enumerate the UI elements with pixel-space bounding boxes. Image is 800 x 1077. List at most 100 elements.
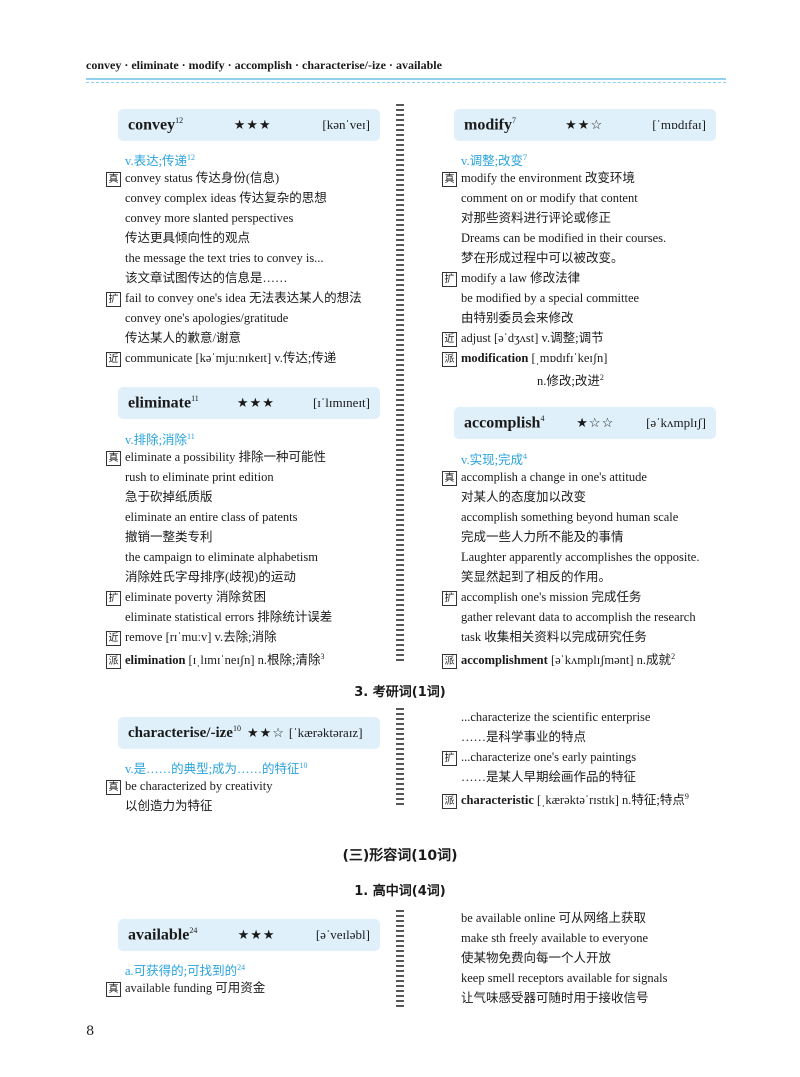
entry-line: n.修改;改进2 bbox=[537, 373, 604, 389]
tag-jin: 近 bbox=[106, 351, 121, 367]
tag-zhen: 真 bbox=[106, 450, 121, 466]
entry-line: 该文章试图传达的信息是…… bbox=[125, 271, 288, 285]
frequency-stars: ★★☆ bbox=[565, 117, 604, 132]
headword: characterise/-ize10 bbox=[128, 724, 241, 741]
entry-line: eliminate statistical errors 排除统计误差 bbox=[125, 610, 333, 624]
column-divider bbox=[396, 708, 404, 808]
entry-line: keep smell receptors available for signa… bbox=[461, 971, 668, 985]
frequency-stars: ★★★ bbox=[237, 927, 276, 942]
page-number: 8 bbox=[86, 1024, 95, 1039]
entry-line: the campaign to eliminate alphabetism bbox=[125, 550, 318, 564]
phonetic: [əˈkʌmplɪʃ] bbox=[646, 415, 706, 430]
headword: accomplish4 bbox=[464, 413, 545, 432]
tag-pai: 派 bbox=[442, 793, 457, 809]
word-card-available: available24 ★★★ [əˈveɪləbl] bbox=[118, 919, 380, 951]
tag-kuo: 扩 bbox=[106, 291, 121, 307]
tag-zhen: 真 bbox=[106, 981, 121, 997]
entry-line: 笑显然起到了相反的作用。 bbox=[461, 570, 612, 584]
entry-line: ...characterize the scientific enterpris… bbox=[461, 710, 651, 724]
entry-line: 消除姓氏字母排序(歧视)的运动 bbox=[125, 570, 296, 584]
phonetic: [ˈkærəktəraɪz] bbox=[288, 725, 363, 740]
entry-line: 急于砍掉纸质版 bbox=[125, 490, 213, 504]
part-of-speech: v.是……的典型;成为……的特征10 bbox=[125, 761, 308, 777]
entry-line: accomplish something beyond human scale bbox=[461, 510, 679, 524]
entry-line: 传达某人的歉意/谢意 bbox=[125, 331, 241, 345]
column-divider bbox=[396, 910, 404, 1010]
entry-line: gather relevant data to accomplish the r… bbox=[461, 610, 696, 624]
entry-line: be modified by a special committee bbox=[461, 291, 640, 305]
tag-kuo: 扩 bbox=[106, 590, 121, 606]
entry-available-cont: be available online 可从网络上获取 make sth fre… bbox=[442, 908, 742, 1008]
tag-zhen: 真 bbox=[442, 470, 457, 486]
tag-kuo: 扩 bbox=[442, 750, 457, 766]
tag-zhen: 真 bbox=[106, 171, 121, 187]
section-heading: (三)形容词(10词) bbox=[342, 848, 458, 864]
section-heading: 3. 考研词(1词) bbox=[354, 685, 446, 700]
tag-pai: 派 bbox=[442, 351, 457, 367]
entry-line: make sth freely available to everyone bbox=[461, 931, 649, 945]
part-of-speech: v.排除;消除11 bbox=[125, 432, 195, 448]
tag-zhen: 真 bbox=[442, 171, 457, 187]
section-heading: 1. 高中词(4词) bbox=[354, 884, 446, 899]
phonetic: [əˈveɪləbl] bbox=[315, 927, 370, 942]
headword: eliminate11 bbox=[128, 393, 199, 412]
tag-pai: 派 bbox=[442, 653, 457, 669]
entry-line: rush to eliminate print edition bbox=[125, 470, 274, 484]
word-card-modify: modify7 ★★☆ [ˈmɒdɪfaɪ] bbox=[454, 109, 716, 141]
entry-line: convey one's apologies/gratitude bbox=[125, 311, 289, 325]
entry-line: 撤销一整类专利 bbox=[125, 530, 213, 544]
tag-kuo: 扩 bbox=[442, 271, 457, 287]
part-of-speech: v.表达;传递12 bbox=[125, 153, 196, 169]
entry-line: eliminate an entire class of patents bbox=[125, 510, 298, 524]
entry-line: 以创造力为特征 bbox=[125, 799, 213, 813]
entry-line: comment on or modify that content bbox=[461, 191, 638, 205]
part-of-speech: v.调整;改变7 bbox=[461, 153, 528, 169]
frequency-stars: ★★★ bbox=[233, 117, 272, 132]
entry-line: convey complex ideas 传达复杂的思想 bbox=[125, 191, 327, 205]
word-card-convey: convey12 ★★★ [kənˈveɪ] bbox=[118, 109, 380, 141]
entry-line: be available online 可从网络上获取 bbox=[461, 911, 647, 925]
entry-line: convey more slanted perspectives bbox=[125, 211, 294, 225]
word-card-characterise: characterise/-ize10 ★★☆ [ˈkærəktəraɪz] bbox=[118, 717, 380, 749]
entry-line: 让气味感受器可随时用于接收信号 bbox=[461, 991, 649, 1005]
tag-kuo: 扩 bbox=[442, 590, 457, 606]
entry-line: 对某人的态度加以改变 bbox=[461, 490, 587, 504]
entry-line: 由特别委员会来修改 bbox=[461, 311, 574, 325]
header-rule-dashed bbox=[86, 82, 726, 83]
entry-line: 扩...characterize one's early paintings bbox=[442, 747, 742, 767]
running-header: convey · eliminate · modify · accomplish… bbox=[86, 58, 442, 72]
phonetic: [ɪˈlɪmɪneɪt] bbox=[312, 395, 370, 410]
phonetic: [ˈmɒdɪfaɪ] bbox=[652, 117, 706, 132]
column-divider bbox=[396, 104, 404, 664]
headword: available24 bbox=[128, 925, 198, 944]
entry-line: 梦在形成过程中可以被改变。 bbox=[461, 251, 624, 265]
entry-line: 传达更具倾向性的观点 bbox=[125, 231, 251, 245]
tag-zhen: 真 bbox=[106, 779, 121, 795]
entry-line: 完成一些人力所不能及的事情 bbox=[461, 530, 624, 544]
entry-line: Laughter apparently accomplishes the opp… bbox=[461, 550, 700, 564]
tag-jin: 近 bbox=[442, 331, 457, 347]
entry-line: ……是科学事业的特点 bbox=[461, 730, 587, 744]
frequency-stars: ★☆☆ bbox=[576, 415, 615, 430]
headword: convey12 bbox=[128, 115, 184, 134]
word-card-accomplish: accomplish4 ★☆☆ [əˈkʌmplɪʃ] bbox=[454, 407, 716, 439]
frequency-stars: ★★★ bbox=[236, 395, 275, 410]
entry-line: Dreams can be modified in their courses. bbox=[461, 231, 667, 245]
